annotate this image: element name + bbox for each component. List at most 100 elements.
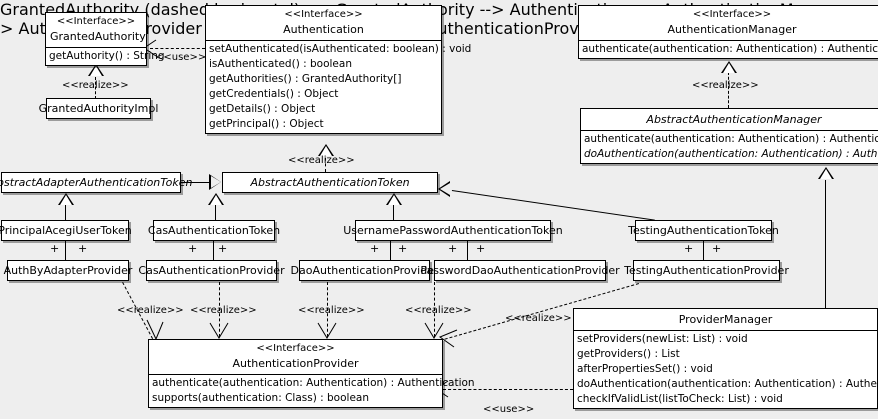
class-name-testing-authentication-provider: TestingAuthenticationProvider: [624, 264, 789, 277]
operation-row: afterPropertiesSet() : void: [577, 363, 713, 375]
generalization-line-cas-authentication-token: [215, 205, 216, 221]
generalization-triangle-inner-abstract-authentication-manager: [820, 169, 832, 179]
generalization-triangle-inner-authentication: [320, 146, 332, 156]
label-realize-dao-authentication-provider: <<realize>>: [298, 305, 365, 316]
association-plus-left-password-dao: +: [448, 242, 458, 255]
association-plus-left-dao: +: [370, 242, 380, 255]
class-box-dao-authentication-provider[interactable]: DaoAuthenticationProvider: [291, 260, 439, 281]
operation-row: checkIfValidList(listToCheck: List) : vo…: [577, 393, 783, 405]
class-name-granted-authority: GrantedAuthority: [50, 30, 146, 43]
association-plus-right-testing: +: [712, 242, 722, 255]
class-box-authentication-manager[interactable]: <<Interface>> AuthenticationManager auth…: [578, 5, 878, 59]
generalization-triangle-inner-abstract-adapter-token: [60, 195, 72, 205]
realize-line-granted-authority-impl: [95, 77, 96, 99]
operations-abstract-authentication-manager: authenticate(authentication: Authenticat…: [581, 130, 878, 163]
generalization-line-username-password-token: [393, 205, 394, 221]
operation-row: authenticate(authentication: Authenticat…: [582, 43, 878, 55]
operation-row: getPrincipal() : Object: [209, 118, 324, 130]
generalization-triangle-inner-authentication-manager: [723, 63, 735, 73]
label-realize-cas-authentication-provider: <<realize>>: [190, 305, 257, 316]
association-plus-right-dao: +: [398, 242, 408, 255]
class-name-authentication-manager: AuthenticationManager: [667, 23, 797, 36]
class-box-granted-authority[interactable]: <<Interface>> GrantedAuthority getAuthor…: [45, 12, 165, 66]
class-box-authentication[interactable]: <<Interface>> Authentication setAuthenti…: [205, 5, 472, 134]
class-box-testing-authentication-token[interactable]: TestingAuthenticationToken: [628, 220, 779, 241]
class-name-testing-authentication-token: TestingAuthenticationToken: [628, 224, 779, 237]
stereotype-label-authentication-manager: <<Interface>>: [692, 9, 772, 20]
realize-line-cas-authentication-provider: [219, 282, 220, 337]
class-header-abstract-authentication-manager: AbstractAuthenticationManager: [581, 109, 878, 130]
class-box-abstract-adapter-authentication-token[interactable]: AbstractAdapterAuthenticationToken: [0, 172, 192, 193]
class-box-password-dao-authentication-provider[interactable]: PasswordDaoAuthenticationProvider: [420, 260, 620, 281]
operation-row: authenticate(authentication: Authenticat…: [152, 377, 475, 389]
class-box-username-password-authentication-token[interactable]: UsernamePasswordAuthenticationToken: [343, 220, 563, 241]
operation-row: doAuthentication(authentication: Authent…: [577, 378, 878, 390]
label-realize-abstract-authentication-token: <<realize>>: [288, 155, 355, 166]
class-name-password-dao-authentication-provider: PasswordDaoAuthenticationProvider: [420, 264, 620, 277]
association-plus-right-password-dao: +: [476, 242, 486, 255]
class-name-username-password-authentication-token: UsernamePasswordAuthenticationToken: [343, 224, 563, 237]
association-line-principal-acegi: [65, 241, 66, 260]
class-name-authentication-provider: AuthenticationProvider: [232, 357, 359, 370]
class-name-granted-authority-impl: GrantedAuthorityImpl: [38, 102, 159, 115]
class-name-dao-authentication-provider: DaoAuthenticationProvider: [290, 264, 439, 277]
use-line-provider-manager: [443, 389, 573, 390]
class-box-abstract-authentication-manager[interactable]: AbstractAuthenticationManager authentica…: [580, 108, 878, 164]
open-arrow-cas-authentication-provider: [209, 322, 229, 339]
class-header-authentication: <<Interface>> Authentication: [206, 6, 441, 40]
operation-row: authenticate(authentication: Authenticat…: [584, 133, 878, 145]
generalization-line-provider-manager: [825, 180, 826, 308]
stereotype-label-authentication-provider: <<Interface>>: [256, 343, 335, 354]
class-header-authentication-manager: <<Interface>> AuthenticationManager: [579, 6, 878, 40]
label-realize-granted-authority-impl: <<realize>>: [62, 80, 129, 91]
stereotype-label-granted-authority: <<Interface>>: [56, 16, 136, 27]
stereotype-label-authentication: <<Interface>>: [284, 9, 363, 20]
class-box-abstract-authentication-token[interactable]: AbstractAuthenticationToken: [222, 172, 438, 193]
class-box-testing-authentication-provider[interactable]: TestingAuthenticationProvider: [624, 260, 789, 281]
operation-row: getProviders() : List: [577, 348, 680, 360]
label-use-provider-manager: <<use>>: [483, 404, 535, 415]
generalization-triangle-inner-cas-token: [210, 195, 222, 205]
class-box-principal-acegi-user-token[interactable]: PrincipalAcegiUserToken: [0, 220, 132, 241]
generalization-line-abstract-adapter-token: [180, 182, 210, 183]
generalization-line-principal-acegi-user-token: [65, 205, 66, 221]
association-plus-left-testing: +: [684, 242, 694, 255]
realize-line-abstract-authentication-manager: [728, 72, 729, 108]
class-box-cas-authentication-token[interactable]: CasAuthenticationToken: [148, 220, 280, 241]
class-box-auth-by-adapter-provider[interactable]: AuthByAdapterProvider: [4, 260, 132, 281]
operation-row: getAuthority() : String: [49, 50, 165, 62]
open-arrow-dao-authentication-provider: [317, 322, 337, 339]
open-arrow-testing-authentication-provider: [438, 329, 458, 348]
class-box-cas-authentication-provider[interactable]: CasAuthenticationProvider: [138, 260, 285, 281]
operation-row: supports(authentication: Class) : boolea…: [152, 392, 369, 404]
association-line-cas: [213, 241, 214, 260]
association-plus-left-principal: +: [50, 242, 60, 255]
association-line-testing: [703, 241, 704, 260]
operation-row: getAuthorities() : GrantedAuthority[]: [209, 73, 402, 85]
generalization-triangle-right-inner: [211, 176, 221, 188]
class-header-granted-authority: <<Interface>> GrantedAuthority: [46, 13, 146, 47]
class-header-authentication-provider: <<Interface>> AuthenticationProvider: [149, 340, 442, 374]
class-name-principal-acegi-user-token: PrincipalAcegiUserToken: [0, 224, 132, 237]
operation-row: isAuthenticated() : boolean: [209, 58, 352, 70]
class-name-cas-authentication-provider: CasAuthenticationProvider: [138, 264, 285, 277]
class-box-granted-authority-impl[interactable]: GrantedAuthorityImpl: [39, 98, 158, 119]
class-header-provider-manager: ProviderManager: [574, 309, 877, 330]
operations-authentication-provider: authenticate(authentication: Authenticat…: [149, 374, 475, 407]
class-box-provider-manager[interactable]: ProviderManager setProviders(newList: Li…: [573, 308, 878, 409]
realize-line-dao-authentication-provider: [327, 282, 328, 337]
association-line-dao: [390, 241, 391, 260]
generalization-triangle-left-inner: [440, 183, 450, 195]
operation-row: getCredentials() : Object: [209, 88, 339, 100]
operations-authentication: setAuthenticated(isAuthenticated: boolea…: [206, 40, 472, 133]
class-name-abstract-authentication-token: AbstractAuthenticationToken: [250, 176, 410, 189]
association-plus-right-cas: +: [218, 242, 228, 255]
generalization-line-testing-authentication-token: [451, 190, 655, 221]
association-line-password-dao: [467, 241, 468, 260]
label-realize-password-dao-authentication-provider: <<realize>>: [405, 305, 472, 316]
operation-row: getDetails() : Object: [209, 103, 316, 115]
class-box-authentication-provider[interactable]: <<Interface>> AuthenticationProvider aut…: [148, 339, 475, 408]
operation-row: setAuthenticated(isAuthenticated: boolea…: [209, 43, 472, 55]
generalization-triangle-inner-granted-authority: [90, 66, 102, 76]
